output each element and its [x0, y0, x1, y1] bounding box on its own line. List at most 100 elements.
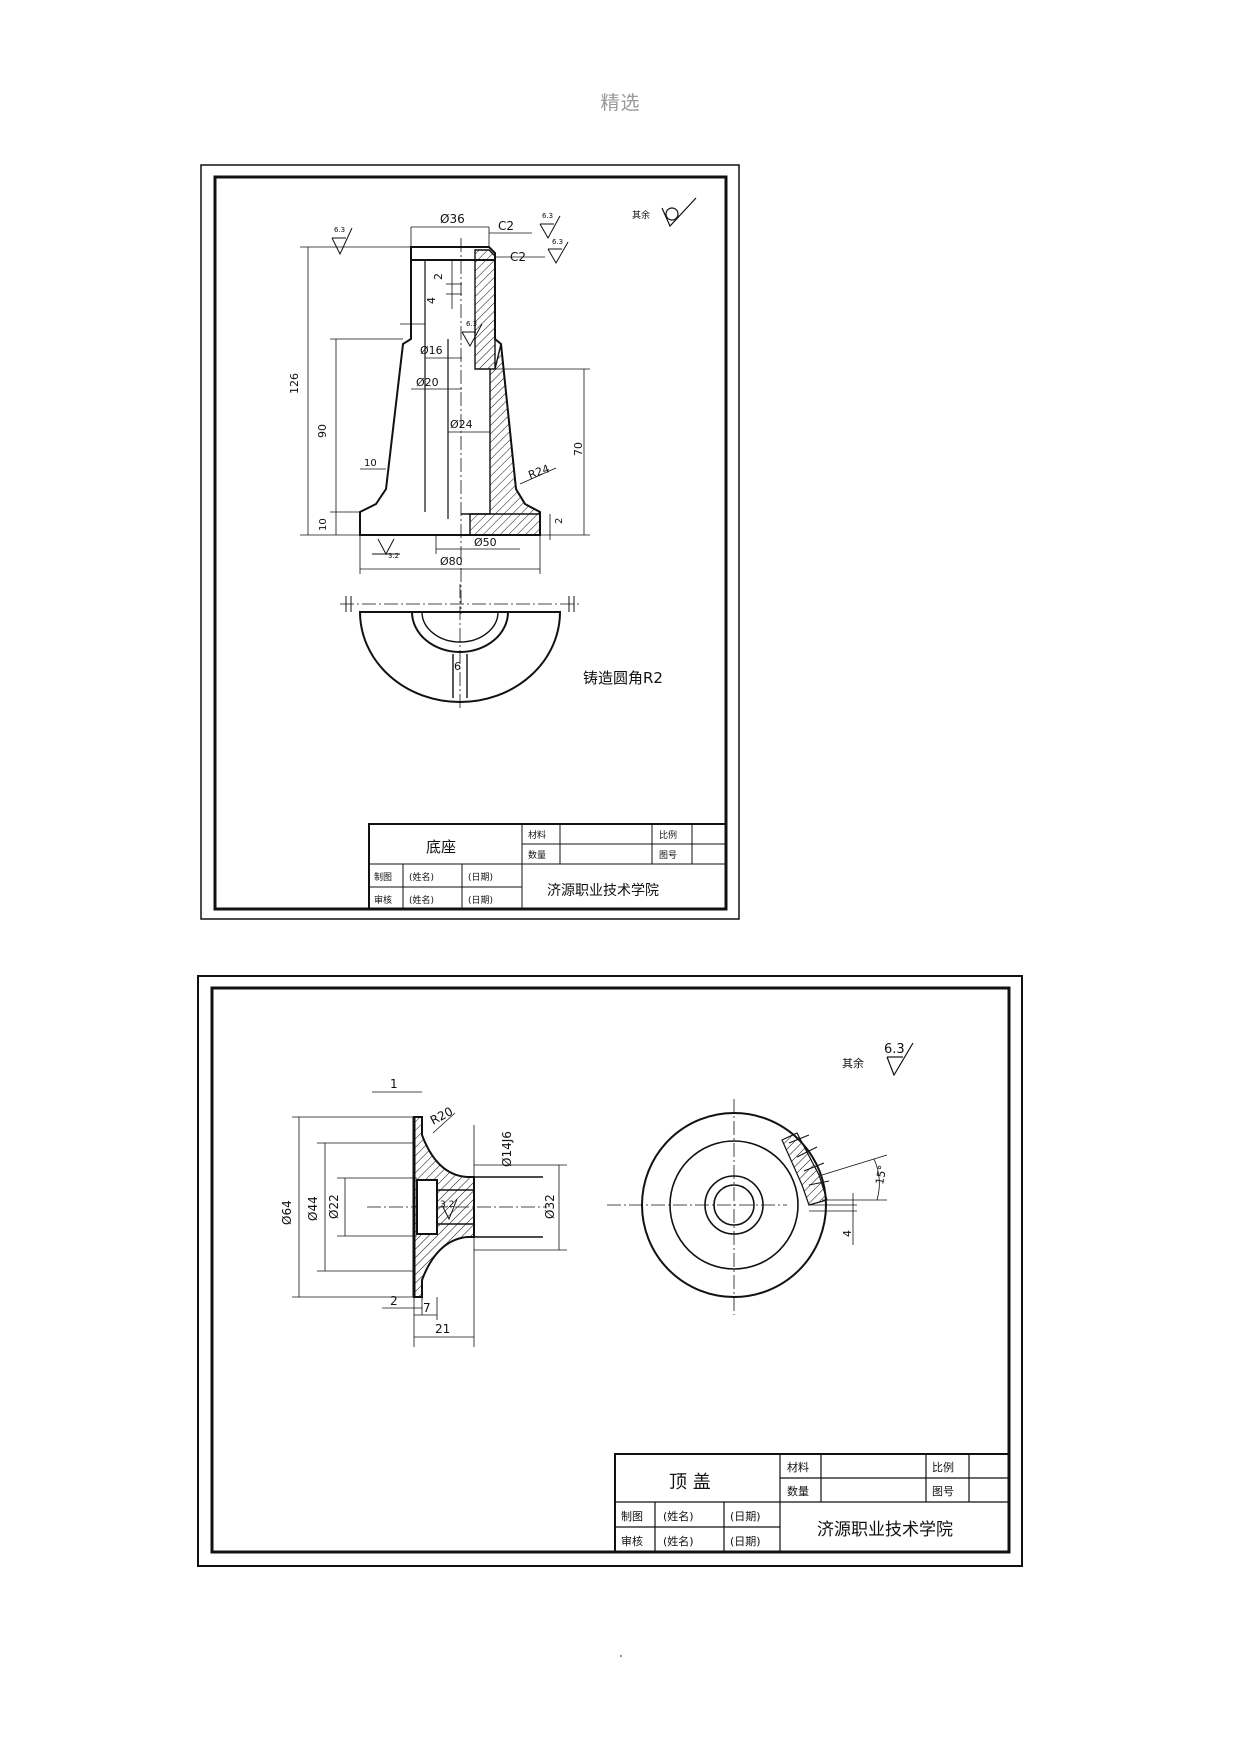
part-name-2: 顶 盖 — [669, 1472, 711, 1493]
dim-w2-label: 2 — [390, 1294, 398, 1308]
dim-v2b-label: 2 — [554, 518, 565, 524]
dim-r24-label: R24 — [527, 462, 552, 482]
dim-v4-label: 4 — [425, 297, 438, 304]
inner-frame-2 — [210, 986, 1011, 1554]
page-header: 精选 — [600, 92, 641, 114]
dim-d50 — [435, 535, 520, 554]
roughness-mark-1 — [331, 227, 353, 256]
part-name: 底座 — [426, 838, 456, 856]
dim-small-vertical — [400, 260, 462, 325]
drawn-date-2: (日期) — [730, 1510, 761, 1523]
circular-view — [607, 1099, 888, 1315]
dim-h70 — [495, 368, 590, 536]
base-drawing: 其余 Ø36 C2 C2 6.3 6.3 6.3 — [200, 164, 740, 920]
dim-h90 — [330, 338, 403, 513]
roughness-val-5: 3.2 — [388, 552, 399, 560]
dim-w7-label: 7 — [423, 1301, 431, 1315]
roughness-val-4: 6.3 — [466, 320, 477, 328]
checked-date-2: (日期) — [730, 1535, 761, 1548]
top-view — [340, 584, 580, 709]
drawn-signature-2: (姓名) — [663, 1509, 694, 1523]
dim-d22 — [337, 1177, 417, 1237]
dim-d64-label: Ø64 — [280, 1200, 294, 1225]
surface-note-2: 其余 — [842, 1056, 864, 1070]
roughness-symbol-rest — [661, 197, 697, 228]
dim-v4b-label: 4 — [841, 1230, 854, 1237]
inner-frame — [213, 175, 728, 911]
dim-d50-label: Ø50 — [474, 536, 497, 549]
dim-w10-label: 10 — [364, 458, 377, 469]
roughness-mark-2 — [539, 215, 561, 240]
dim-w6-label: 6 — [454, 660, 461, 673]
dim-d80-label: Ø80 — [440, 555, 463, 568]
dim-h10-label: 10 — [318, 518, 329, 531]
outer-frame-2 — [197, 975, 1023, 1567]
quantity-label: 数量 — [528, 849, 546, 861]
dim-angle15-label: 15° — [873, 1164, 889, 1185]
dim-d16-label: Ø16 — [420, 344, 443, 357]
drawing-no-label: 图号 — [659, 850, 677, 861]
dim-w21-label: 21 — [435, 1322, 450, 1336]
dim-v1-label: 1 — [390, 1077, 398, 1091]
scale-label-2: 比例 — [932, 1460, 954, 1474]
roughness-val-main: 6.3 — [884, 1042, 905, 1057]
checked-signature-2: (姓名) — [663, 1534, 694, 1548]
checked-date: (日期) — [468, 895, 493, 906]
dim-d20-label: Ø20 — [416, 376, 439, 389]
material-label-2: 材料 — [787, 1460, 809, 1474]
dim-h90-label: 90 — [316, 424, 329, 438]
roughness-val-1: 6.3 — [334, 226, 345, 234]
surface-note: 其余 — [632, 209, 650, 221]
title-block-base — [368, 823, 727, 910]
roughness-mark-5 — [372, 538, 400, 556]
outer-frame — [200, 164, 740, 920]
drawing-sheet-top-cover: 其余 6.3 Ø64 Ø44 Ø22 Ø32 Ø — [197, 975, 1023, 1567]
title-block-top-cover — [614, 1453, 1010, 1553]
dim-h70-label: 70 — [572, 442, 585, 456]
dim-bottom — [382, 1237, 475, 1347]
school-name: 济源职业技术学院 — [547, 883, 659, 899]
section-view-outline — [412, 1116, 543, 1298]
page-dot — [620, 1655, 622, 1657]
dim-v2-label: 2 — [432, 273, 445, 280]
material-label: 材料 — [528, 829, 546, 841]
drawn-date: (日期) — [468, 872, 493, 883]
roughness-mark-inner — [442, 1198, 458, 1221]
roughness-val-inner: 3.2 — [440, 1200, 454, 1210]
roughness-mark-4 — [461, 323, 483, 348]
dim-d32 — [474, 1164, 567, 1251]
roughness-symbol-rest-2 — [886, 1042, 914, 1077]
school-name-2: 济源职业技术学院 — [817, 1520, 953, 1540]
drawn-label-2: 制图 — [621, 1510, 643, 1523]
checked-signature: (姓名) — [409, 894, 434, 906]
dim-d24-label: Ø24 — [450, 418, 473, 431]
roughness-mark-3 — [547, 241, 569, 265]
dim-c2-top: C2 — [498, 219, 514, 233]
roughness-val-2: 6.3 — [542, 212, 553, 220]
dim-d36 — [410, 226, 490, 247]
section-hatch-front — [469, 249, 541, 536]
top-cover-drawing: 其余 6.3 Ø64 Ø44 Ø22 Ø32 Ø — [197, 975, 1023, 1567]
drawing-no-label-2: 图号 — [932, 1485, 954, 1498]
dim-h126 — [300, 246, 411, 536]
drawn-signature: (姓名) — [409, 871, 434, 883]
dim-d36-label: Ø36 — [440, 212, 465, 226]
dim-d80 — [359, 535, 541, 574]
quantity-label-2: 数量 — [787, 1485, 809, 1498]
checked-label: 审核 — [374, 894, 392, 906]
casting-fillet-note: 铸造圆角R2 — [583, 669, 663, 687]
dim-r20-label: R20 — [428, 1104, 455, 1127]
scale-label: 比例 — [659, 829, 677, 841]
dim-h126-label: 126 — [288, 373, 301, 394]
checked-label-2: 审核 — [621, 1534, 643, 1548]
dim-d14j6-label: Ø14J6 — [500, 1131, 514, 1167]
dim-c2-inner: C2 — [510, 250, 526, 264]
drawing-sheet-base: 其余 Ø36 C2 C2 6.3 6.3 6.3 — [200, 164, 740, 920]
dim-d22-label: Ø22 — [327, 1194, 341, 1219]
drawn-label: 制图 — [374, 871, 392, 883]
dim-d44-label: Ø44 — [306, 1196, 320, 1221]
dim-d64 — [292, 1116, 414, 1298]
dim-d44 — [317, 1142, 414, 1272]
roughness-val-3: 6.3 — [552, 238, 563, 246]
dim-d32-label: Ø32 — [543, 1194, 557, 1219]
